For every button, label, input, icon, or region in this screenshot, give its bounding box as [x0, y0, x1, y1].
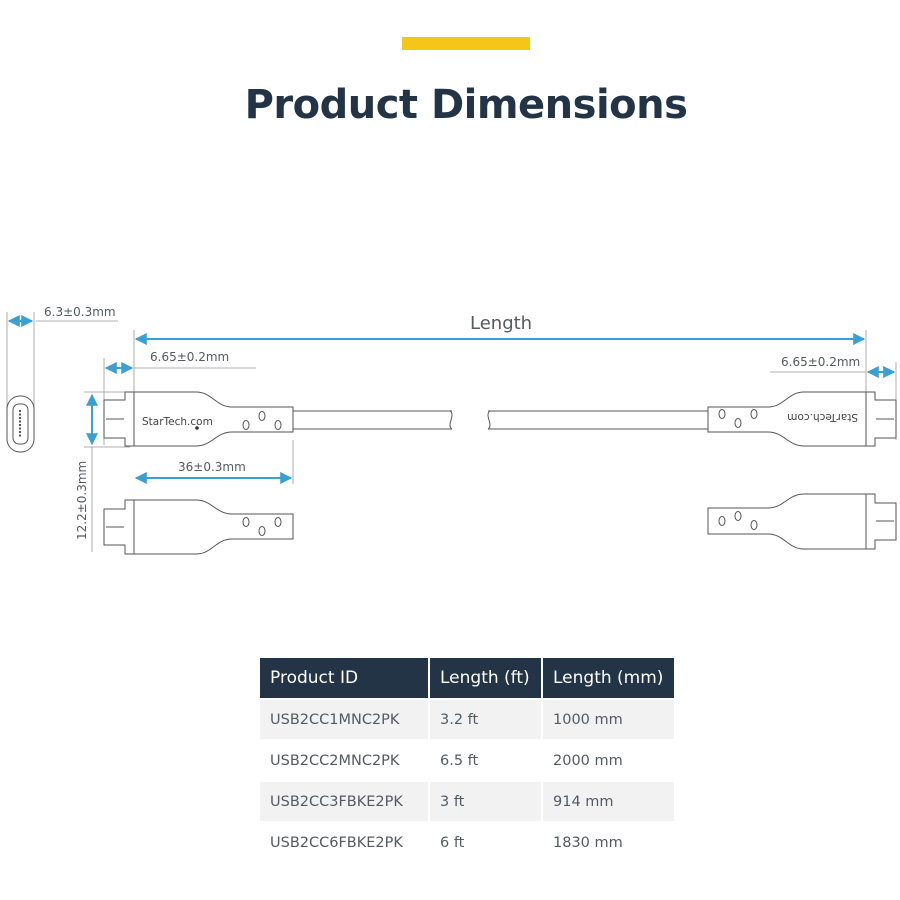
table-header-row: Product ID Length (ft) Length (mm)	[260, 658, 674, 699]
length-label: Length	[470, 313, 532, 334]
table-row: USB2CC1MNC2PK 3.2 ft 1000 mm	[260, 698, 674, 740]
overall-length-dimension: Length	[133, 313, 867, 440]
cell-product-id: USB2CC6FBKE2PK	[260, 821, 430, 862]
left-tip-dimension: 6.65±0.2mm	[103, 350, 256, 445]
cell-length-ft: 3 ft	[429, 780, 543, 822]
cell-length-mm: 1830 mm	[542, 821, 674, 862]
cell-product-id: USB2CC3FBKE2PK	[260, 780, 430, 822]
table-row: USB2CC3FBKE2PK 3 ft 914 mm	[260, 780, 674, 822]
housing-length-label: 36±0.3mm	[178, 460, 246, 474]
cell-product-id: USB2CC2MNC2PK	[260, 739, 430, 781]
accent-bar	[402, 37, 530, 50]
brand-logo-left: StarTech.com	[142, 416, 213, 428]
housing-length-dimension: 36±0.3mm	[134, 440, 294, 484]
cell-length-ft: 3.2 ft	[429, 698, 543, 740]
cell-product-id: USB2CC1MNC2PK	[260, 698, 430, 740]
connector-top-right: StarTech.com	[707, 391, 897, 447]
product-spec-table: Product ID Length (ft) Length (mm) USB2C…	[260, 658, 674, 862]
housing-width-dimension: 12.2±0.3mm	[75, 391, 130, 552]
cable-body	[293, 410, 708, 430]
left-tip-label: 6.65±0.2mm	[150, 350, 229, 364]
cell-length-mm: 1000 mm	[542, 698, 674, 740]
cell-length-mm: 2000 mm	[542, 739, 674, 781]
width-label: 12.2±0.3mm	[75, 461, 89, 540]
header-length-mm: Length (mm)	[542, 658, 674, 699]
right-tip-dimension: 6.65±0.2mm	[770, 355, 897, 440]
cell-length-ft: 6.5 ft	[429, 739, 543, 781]
connector-bottom-left	[103, 499, 294, 555]
header-product-id: Product ID	[260, 658, 430, 699]
cell-length-ft: 6 ft	[429, 821, 543, 862]
header-length-ft: Length (ft)	[429, 658, 543, 699]
connector-top-left: StarTech.com	[103, 391, 294, 447]
right-tip-label: 6.65±0.2mm	[781, 355, 860, 369]
brand-logo-right: StarTech.com	[787, 411, 858, 423]
table-row: USB2CC6FBKE2PK 6 ft 1830 mm	[260, 821, 674, 862]
cell-length-mm: 914 mm	[542, 780, 674, 822]
connector-end-view: 6.3±0.3mm	[6, 305, 118, 453]
table-row: USB2CC2MNC2PK 6.5 ft 2000 mm	[260, 739, 674, 781]
cable-dimension-diagram: 6.3±0.3mm Length 6.65±0.2mm 6.65±0.2mm 1…	[6, 305, 897, 555]
connector-bottom-right	[707, 493, 897, 550]
thickness-label: 6.3±0.3mm	[44, 305, 116, 319]
page-title: Product Dimensions	[244, 82, 688, 128]
